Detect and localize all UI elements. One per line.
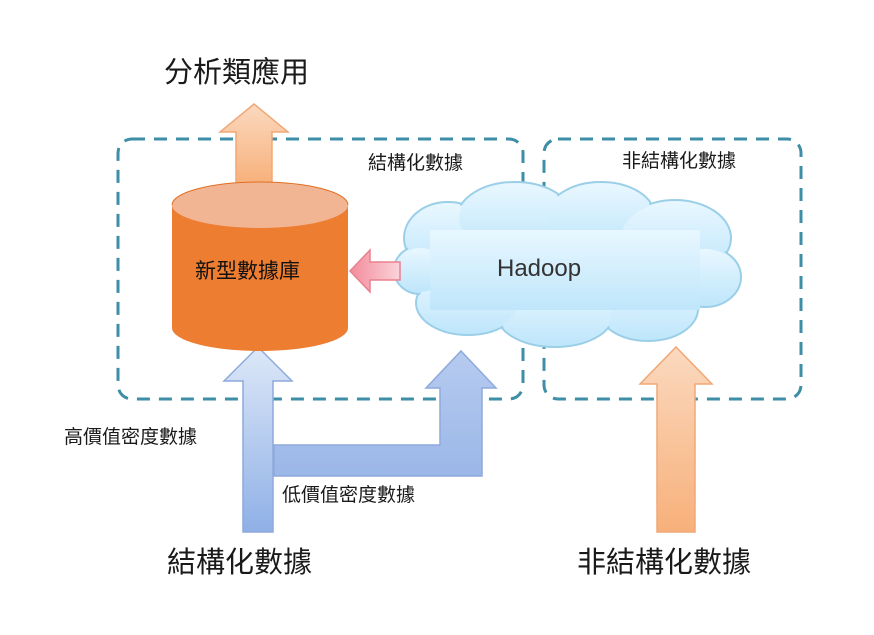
high-value-data-label: 高價值密度數據 [64, 426, 198, 448]
hadoop-label: Hadoop [497, 255, 582, 282]
unstructured-region-label: 非結構化數據 [622, 150, 737, 172]
unstructured-data-source-label: 非結構化數據 [577, 545, 752, 579]
arrow-high-value-data [222, 345, 294, 533]
analytics-apps-label: 分析類應用 [164, 55, 310, 89]
arrow-hadoop-to-database [348, 248, 401, 294]
structured-data-source-label: 結構化數據 [167, 545, 313, 579]
low-value-data-label: 低價值密度數據 [282, 484, 416, 506]
arrow-low-value-data [273, 349, 498, 477]
structured-region-label: 結構化數據 [368, 152, 464, 174]
arrow-to-analytics [217, 103, 291, 186]
new-database-label: 新型數據庫 [195, 259, 300, 283]
database-cylinder [171, 181, 349, 351]
arrow-unstructured-data [638, 345, 714, 533]
